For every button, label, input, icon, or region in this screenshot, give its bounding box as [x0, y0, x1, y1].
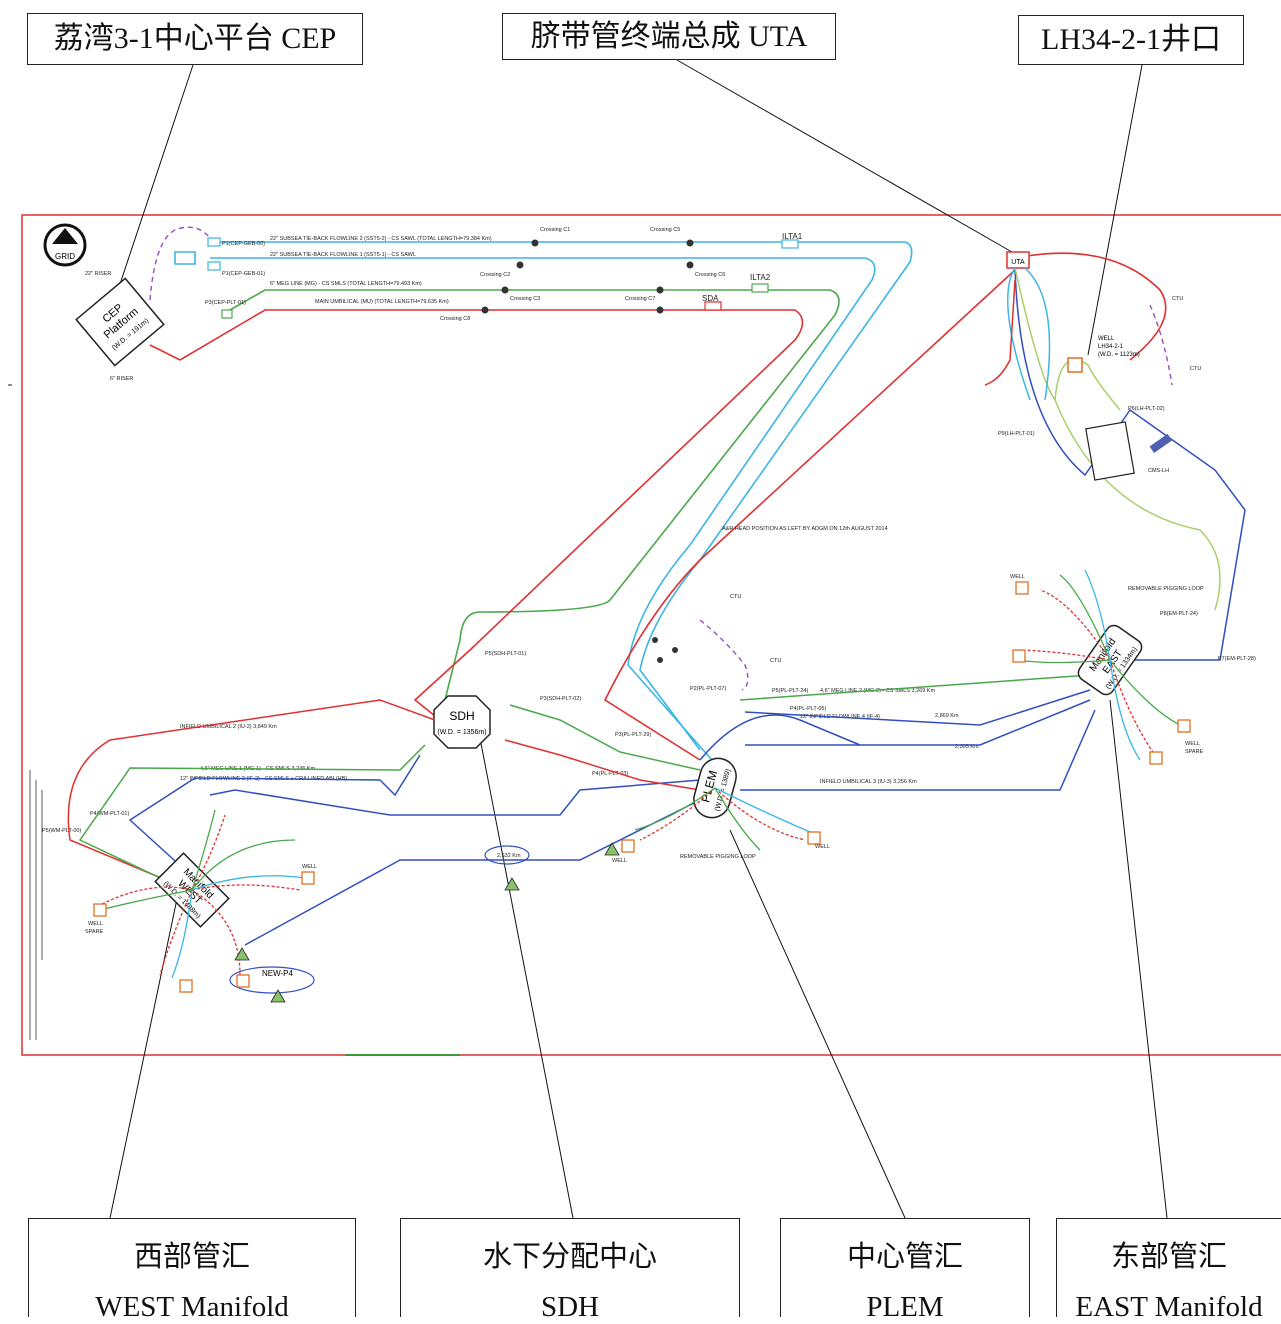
p3-sdh-label: P3(SDH-PLT-02)	[540, 696, 581, 702]
svg-text:NEW-P4: NEW-P4	[262, 969, 294, 978]
west-cn-label: 西部管汇	[133, 1241, 250, 1273]
p2-label: P2(PL-PLT-07)	[690, 686, 726, 692]
well-label-w2: WELL	[302, 864, 317, 870]
p4-west-label: P4(WM-PLT-01)	[90, 811, 129, 817]
west-en-label: WEST Manifold	[95, 1291, 289, 1323]
side-notes	[29, 770, 43, 1040]
well-label-p1: WELL	[612, 858, 627, 864]
uta-box: UTA	[1006, 251, 1030, 269]
umbilical-label: MAIN UMBILICAL (MU) (TOTAL LENGTH=79.635…	[315, 299, 449, 305]
crossing-c6-label: Crossing C6	[695, 272, 725, 278]
p8-label: P8(EM-PLT-24)	[1160, 611, 1198, 617]
p9-label: P9(LH-PLT-01)	[998, 431, 1035, 437]
p3-cep-label: P3(CEP-PLT-01)	[205, 300, 246, 306]
crossing-c3-label: Crossing C3	[510, 296, 540, 302]
anr-label: A&R HEAD POSITION AS LEFT BY ADGM ON 12t…	[722, 526, 888, 532]
dist-2532: 2,532 Km	[497, 853, 521, 859]
sda-label: SDA	[702, 294, 719, 303]
plem-cn-label: 中心管汇	[846, 1241, 963, 1273]
p5-east-label: P5(PL-PLT-24)	[772, 688, 808, 694]
flowline2-label: 22" SUBSEA TIE-BACK FLOWLINE 2 (SST5-2) …	[270, 236, 492, 242]
p4-plem-label: P4(PL-PLT-03)	[592, 771, 628, 777]
leader-lines	[109, 59, 1168, 1219]
flowline1-label: 22" SUBSEA TIE-BACK FLOWLINE 1 (SST5-1) …	[270, 252, 416, 258]
west-manifold-callout: 西部管汇 WEST Manifold	[28, 1218, 356, 1323]
svg-text:LH34-2-1: LH34-2-1	[1098, 344, 1124, 350]
flowline-cyan	[174, 241, 913, 761]
svg-text:SDH: SDH	[449, 709, 474, 723]
p3-plem-label: P3(PL-PLT-29)	[615, 732, 651, 738]
east-en-label: EAST Manifold	[1075, 1291, 1263, 1323]
ctu-label-4: CTU	[770, 658, 781, 664]
infield-um2-label: INFIELD UMBILICAL 2 (IU-2) 3,849 Km	[180, 724, 277, 730]
p1-bottom-label: P1(CEP-GEB-01)	[222, 271, 265, 277]
spare-label-e: SPARE	[1185, 749, 1204, 755]
well-lh34: WELL LH34-2-1 (W.D. = 1123m)	[1067, 336, 1140, 373]
crossing-c8-label: Crossing C8	[440, 316, 470, 322]
meg-east-label: 4,6" MEG LINE 2 (MG-2) - CS SMLS 3,269 K…	[820, 688, 935, 694]
dist-2869: 2,869 Km	[935, 713, 959, 719]
uta-callout: 脐带管终端总成 UTA	[502, 13, 836, 60]
p5-sdh-label: P5(SDH-PLT-01)	[485, 651, 526, 657]
ilta1-label: ILTA1	[782, 232, 803, 241]
well-label-w1: WELL	[88, 921, 103, 927]
crossing-c2-label: Crossing C2	[480, 272, 510, 278]
infield-um3-label: INFIELD UMBILICAL 3 (IU-3) 3,256 Km	[820, 779, 917, 785]
ctu-label-1: CTU	[1172, 296, 1183, 302]
sdh-callout: 水下分配中心 SDH	[400, 1218, 740, 1323]
p7-label: P7(EM-PLT-28)	[1218, 656, 1256, 662]
crossing-c7-label: Crossing C7	[625, 296, 655, 302]
plem-callout: 中心管汇 PLEM	[780, 1218, 1030, 1323]
p1-top-label: P1(CEP-GEB-00)	[222, 241, 265, 247]
new-p4: NEW-P4	[229, 966, 315, 994]
ctu-label-3: CTU	[730, 594, 741, 600]
p4-east-label: P4(PL-PLT-05)	[790, 706, 826, 712]
umbilical-dashed	[149, 226, 1173, 691]
cep-callout: 荔湾3-1中心平台 CEP	[27, 13, 363, 65]
ilta2-label: ILTA2	[750, 273, 771, 282]
svg-text:(W.D. = 1123m): (W.D. = 1123m)	[1098, 352, 1140, 358]
removable-loop-plem: REMOVABLE PIGGING LOOP	[680, 854, 756, 860]
east-cn-label: 东部管汇	[1110, 1241, 1227, 1273]
grid-logo: GRID	[43, 223, 87, 267]
sdh-unit: SDH (W.D. = 1356m)	[433, 695, 491, 749]
svg-text:UTA: UTA	[1011, 259, 1025, 266]
svg-text:(W.D. = 1356m): (W.D. = 1356m)	[437, 729, 486, 736]
well-label-e2: WELL	[1185, 741, 1200, 747]
spare-label-w: SPARE	[85, 929, 104, 935]
well-label-p2: WELL	[815, 844, 830, 850]
svg-text:WELL: WELL	[1098, 336, 1115, 342]
umbilical-red	[149, 252, 1167, 761]
well-jumpers	[99, 569, 1181, 979]
sdh-cn-label: 水下分配中心	[482, 1241, 657, 1273]
sdh-en-label: SDH	[540, 1291, 599, 1323]
dist-2005: 2,005 Km	[955, 744, 979, 750]
meg-line-label: 6" MEG LINE (MG) - CS SMLS (TOTAL LENGTH…	[270, 281, 422, 287]
removable-loop-east: REMOVABLE PIGGING LOOP	[1128, 586, 1204, 592]
drawing-frame	[21, 214, 1281, 1056]
cep-platform: CEP Platform (W.D. = 191m)	[75, 277, 165, 367]
plem-en-label: PLEM	[866, 1291, 944, 1323]
svg-text:GRID: GRID	[55, 252, 75, 261]
east-manifold-callout: 东部管汇 EAST Manifold	[1056, 1218, 1281, 1323]
ctu-label-2: CTU	[1190, 366, 1201, 372]
crossing-c5-label: Crossing C5	[650, 227, 680, 233]
riser-22-label: 22" RISER	[85, 271, 111, 277]
crossing-c1-label: Crossing C1	[540, 227, 570, 233]
crossing-markers	[481, 239, 694, 663]
meg-line-green	[229, 289, 840, 721]
cms-lh-label: CMS-LH	[1148, 468, 1169, 474]
p6-label: P6(LH-PLT-02)	[1128, 406, 1165, 412]
well-callout: LH34-2-1井口	[1018, 15, 1244, 65]
well-label-e1: WELL	[1010, 574, 1025, 580]
p5-west-label: P5(WM-PLT-00)	[42, 828, 81, 834]
riser-6-label: 6" RISER	[110, 376, 133, 382]
